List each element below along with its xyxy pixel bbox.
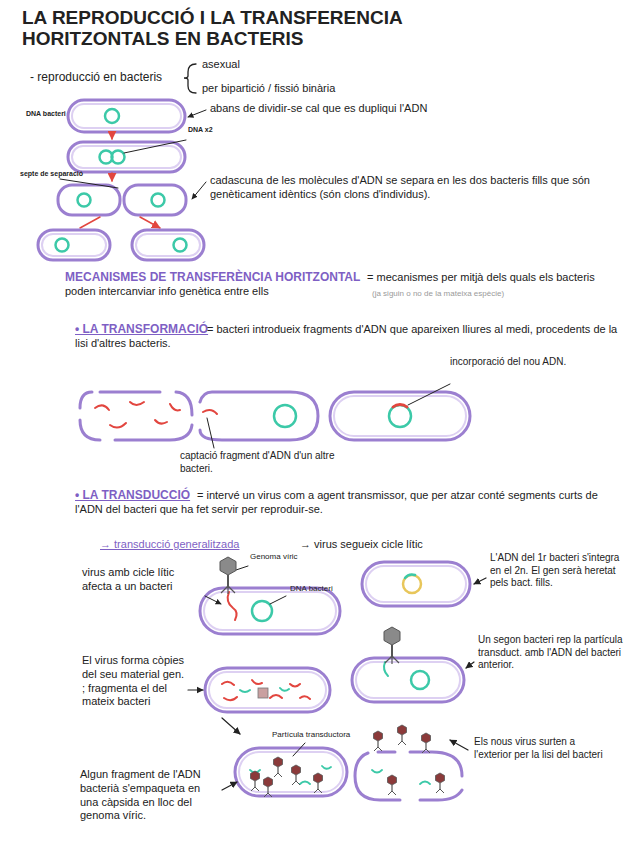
- section-heading: MECANISMES DE TRANSFERÈNCIA HORITZONTAL: [65, 270, 365, 285]
- note: L'ADN del 1r bacteri s'integra en el 2n.…: [490, 552, 625, 590]
- section-heading: • LA TRANSDUCCIÓ: [75, 488, 215, 503]
- part-label: captació fragment d'ADN d'un altre bacte…: [180, 450, 350, 475]
- note: - reproducció en bacteris: [30, 70, 190, 85]
- note: (ja siguin o no de la mateixa espècie): [372, 289, 592, 299]
- note: = mecanismes per mitjà dels quals els ba…: [65, 271, 625, 299]
- part-label: DNA x2: [188, 126, 238, 135]
- note: Els nous virus surten a l'exterior per l…: [474, 736, 604, 761]
- part-label: incorporació del nou ADN.: [450, 356, 570, 369]
- note: → virus segueix cicle lític: [300, 538, 500, 552]
- part-label: Genoma víric: [250, 552, 310, 562]
- part-label: DNA bacteri: [26, 110, 66, 119]
- note: El virus forma còpies del seu material g…: [82, 654, 187, 709]
- note: = bacteri introdueix fragments d'ADN que…: [75, 323, 620, 351]
- note: asexual: [202, 58, 322, 72]
- section-heading: • LA TRANSFORMACIÓ: [75, 322, 215, 337]
- part-label: Partícula transductora: [272, 730, 382, 740]
- note: = intervé un virus com a agent transmiss…: [75, 489, 620, 517]
- note: cadascuna de les molècules d'ADN se sepa…: [210, 174, 610, 202]
- note: abans de dividir-se cal que es dupliqui …: [210, 102, 610, 116]
- part-label: septe de separació: [20, 170, 110, 179]
- page-title: LA REPRODUCCIÓ I LA TRANSFERENCIA HORITZ…: [22, 8, 462, 50]
- note: Un segon bacteri rep la partícula transd…: [478, 634, 623, 672]
- note: per bipartició / fissió binària: [202, 82, 432, 96]
- note: virus amb cicle lític afecta a un bacter…: [82, 566, 202, 594]
- subheading: → transducció generalitzada: [100, 538, 290, 552]
- part-label: DNA bacteri: [290, 584, 340, 594]
- note: Algun fragment de l'ADN bacterià s'empaq…: [80, 768, 220, 823]
